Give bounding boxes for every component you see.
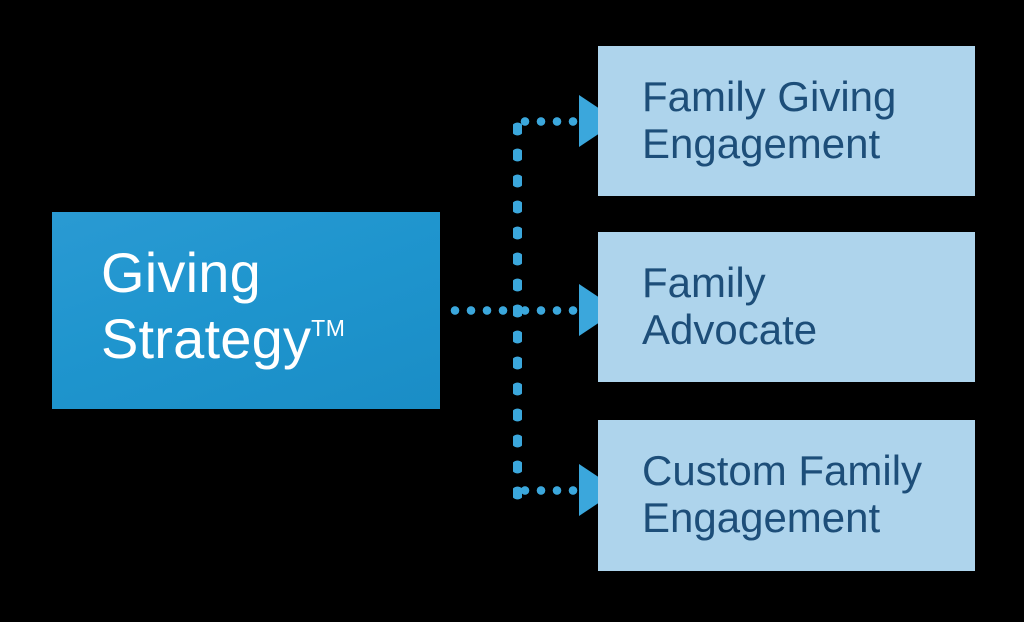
node-family-giving-engagement[interactable]: Family Giving Engagement [598, 46, 975, 196]
node-family-giving-engagement-label: Family Giving Engagement [642, 73, 897, 168]
connector-branch-family-advocate [517, 306, 589, 315]
node-family-advocate-label: Family Advocate [642, 259, 818, 354]
node-family-advocate[interactable]: Family Advocate [598, 232, 975, 382]
connector-source-stub [447, 306, 523, 315]
node-giving-strategy-text: Giving Strategy [101, 241, 312, 371]
node-giving-strategy[interactable]: Giving StrategyTM [52, 212, 440, 409]
connector-branch-custom-family-engagement [517, 486, 589, 495]
connector-branch-family-giving-engagement [517, 117, 589, 126]
node-giving-strategy-label: Giving StrategyTM [101, 240, 432, 372]
node-custom-family-engagement[interactable]: Custom Family Engagement [598, 420, 975, 571]
trademark-icon: TM [311, 315, 346, 342]
node-custom-family-engagement-label: Custom Family Engagement [642, 447, 923, 542]
